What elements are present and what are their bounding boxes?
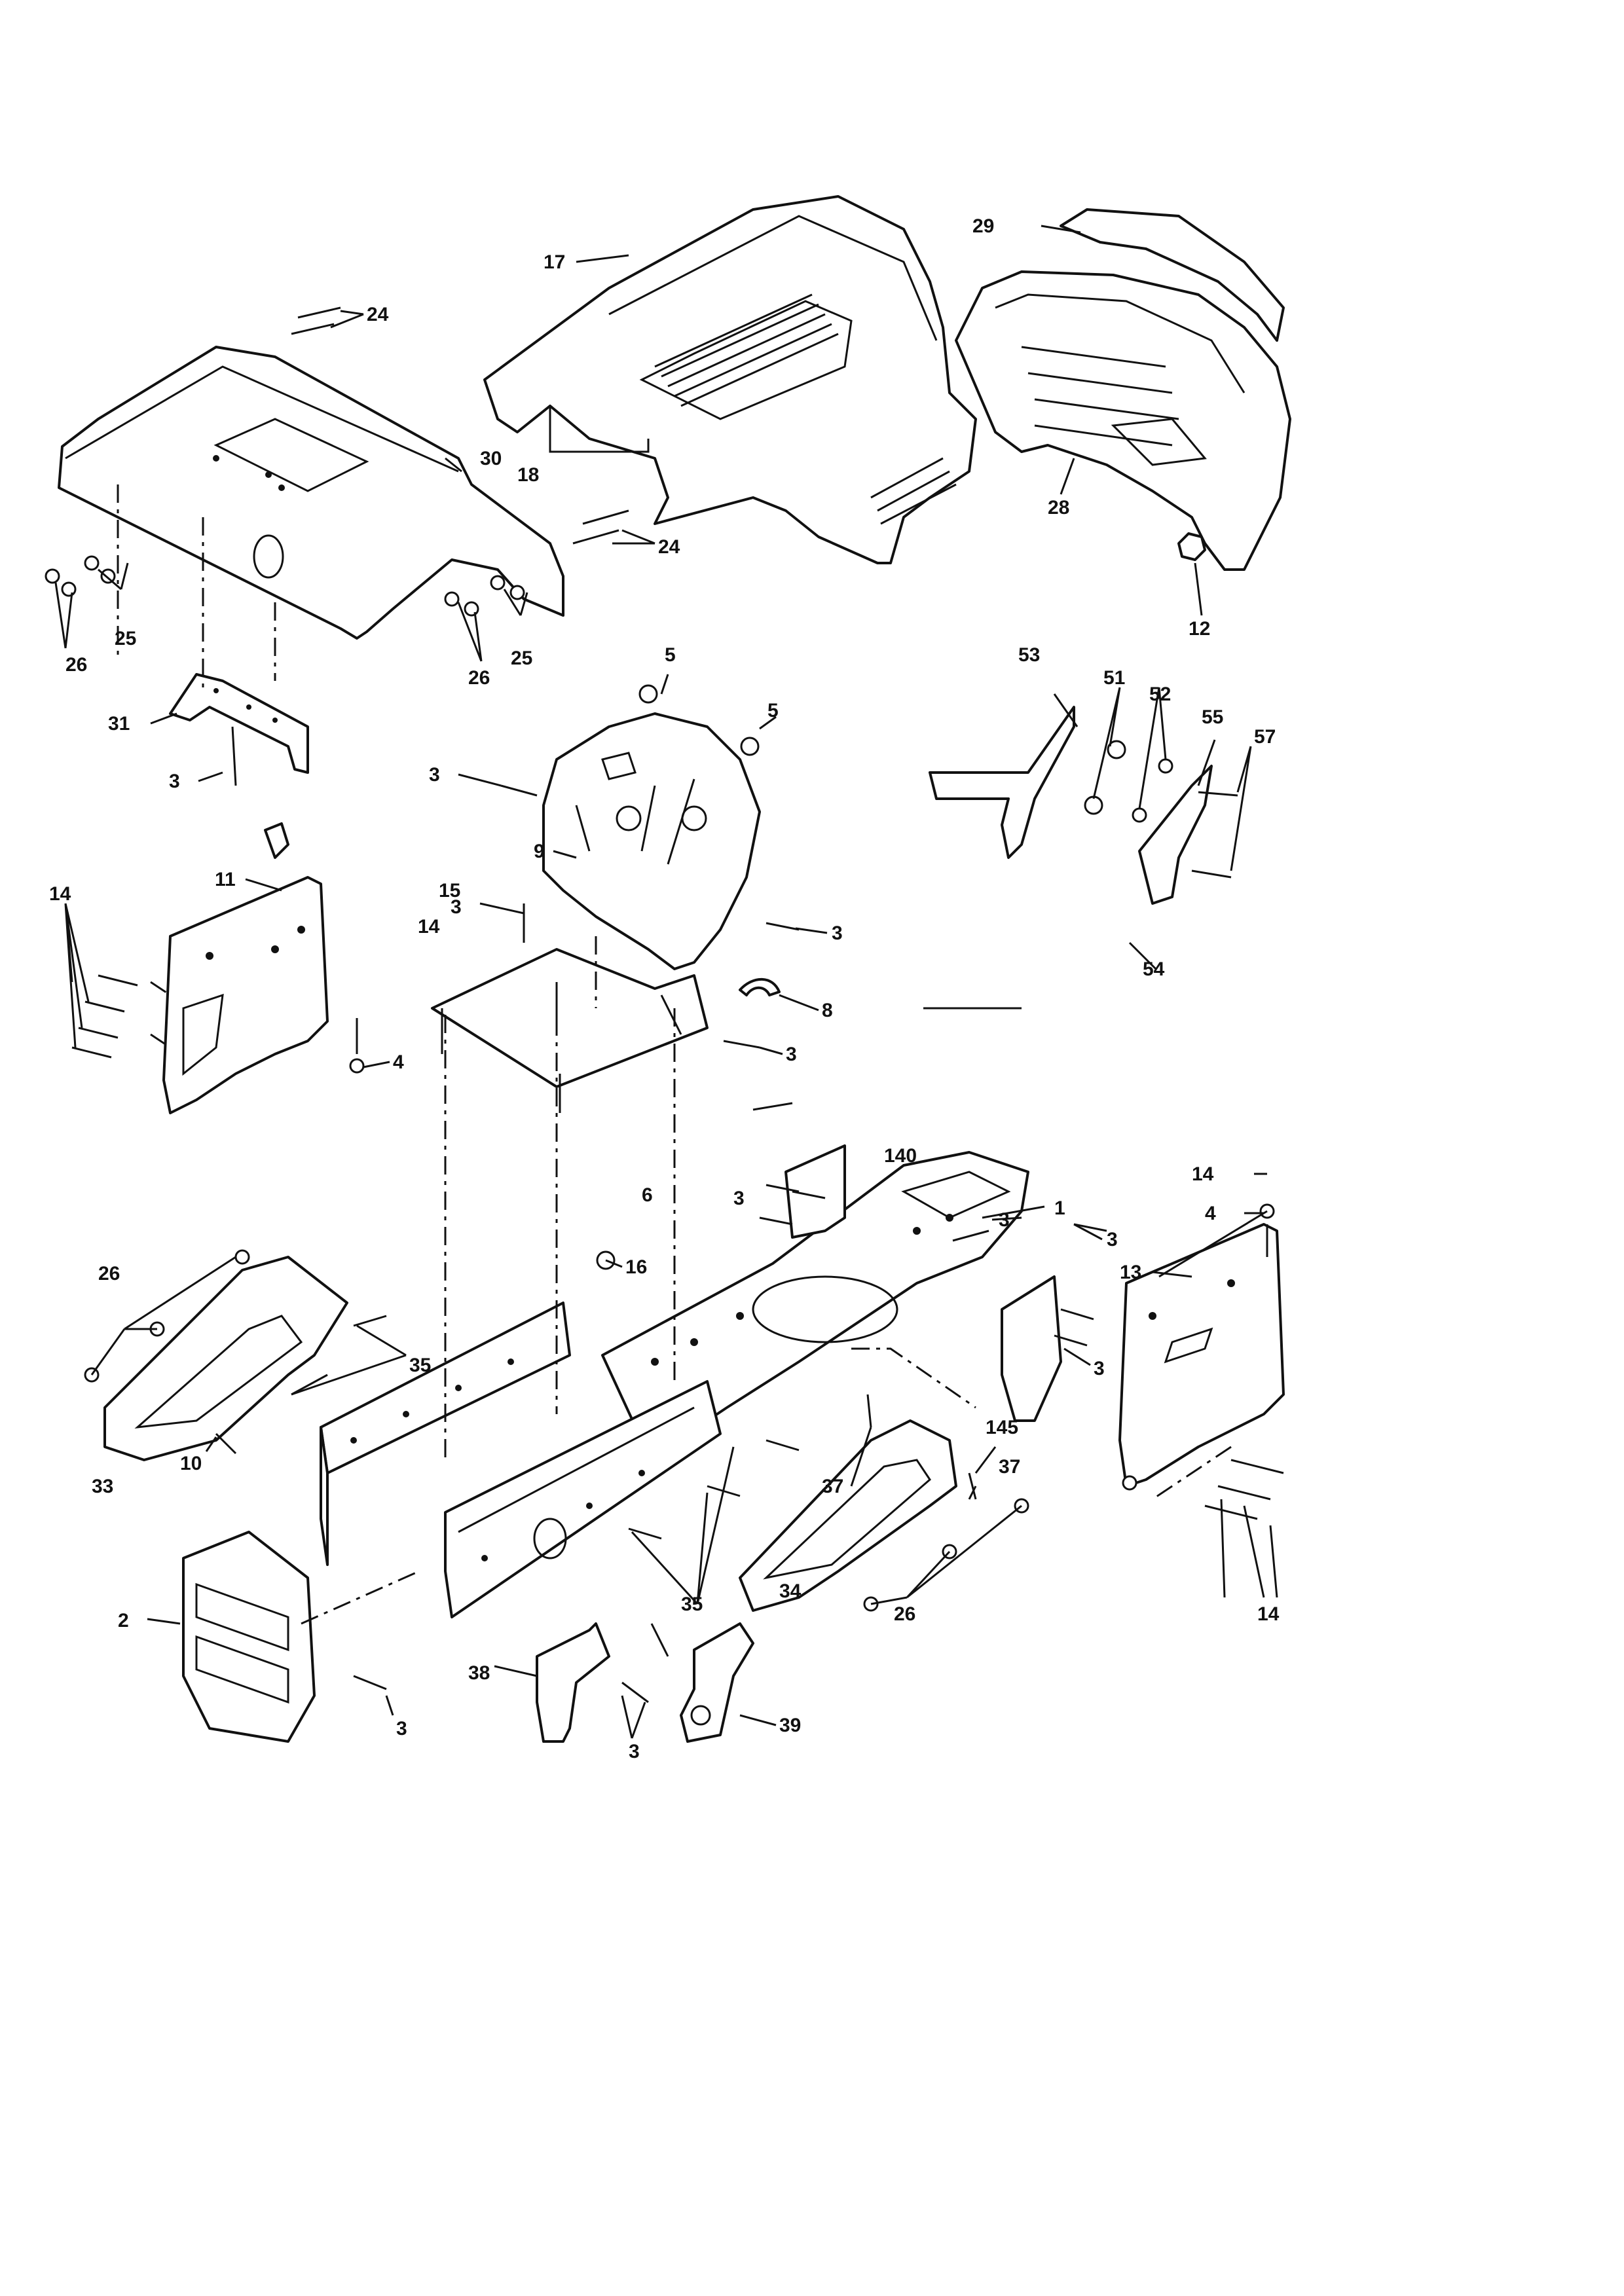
callout-labels: 1 2 3 3 3 3 3 3 3 3 3 3 3 4 4 5 5 6 8 9 … — [49, 215, 1280, 1762]
callout-37a: 37 — [822, 1476, 843, 1497]
callout-3c: 3 — [832, 922, 843, 944]
callout-24b: 24 — [658, 536, 680, 558]
callout-3g: 3 — [999, 1209, 1010, 1231]
bumper-part-29 — [1060, 208, 1285, 342]
callout-55: 55 — [1202, 706, 1223, 728]
callout-5a: 5 — [665, 644, 676, 666]
callout-16: 16 — [625, 1256, 647, 1278]
callout-37b: 37 — [999, 1456, 1020, 1478]
callout-54: 54 — [1143, 958, 1165, 980]
callout-24a: 24 — [367, 304, 389, 325]
nut-part-5 — [638, 684, 658, 704]
callout-3d: 3 — [786, 1044, 797, 1065]
side-rail-center — [444, 1380, 722, 1618]
callout-39: 39 — [779, 1715, 801, 1736]
callout-5b: 5 — [767, 700, 779, 721]
callout-26c: 26 — [98, 1263, 120, 1285]
callout-3e: 3 — [451, 896, 462, 918]
dash-bracket-part-9 — [542, 712, 761, 970]
callout-4b: 4 — [1205, 1203, 1216, 1224]
front-plate-part-140 — [784, 1144, 846, 1239]
callout-145: 145 — [986, 1417, 1018, 1438]
callout-14b: 14 — [418, 916, 440, 938]
callout-14a: 14 — [49, 883, 71, 905]
callout-3f: 3 — [733, 1188, 745, 1209]
hood-part-17 — [483, 195, 977, 564]
callout-10: 10 — [180, 1453, 202, 1474]
callout-26d: 26 — [894, 1603, 915, 1625]
callout-51: 51 — [1103, 667, 1125, 689]
callout-3i: 3 — [1094, 1358, 1105, 1379]
callout-13: 13 — [1120, 1262, 1141, 1283]
callout-3k: 3 — [629, 1741, 640, 1762]
footrest-right-part-34 — [739, 1419, 957, 1612]
callout-6: 6 — [642, 1184, 653, 1206]
callout-3b: 3 — [429, 764, 440, 786]
grille-part-28 — [955, 270, 1291, 571]
callout-1: 1 — [1054, 1197, 1065, 1219]
panel-clip-part-18 — [264, 822, 289, 859]
leader-lines — [54, 225, 1278, 1739]
callout-33: 33 — [92, 1476, 113, 1497]
spacer-part-54 — [1122, 1475, 1137, 1491]
callout-18: 18 — [517, 464, 539, 486]
callout-30: 30 — [480, 448, 502, 469]
right-support-part-13 — [1118, 1223, 1285, 1487]
callout-2: 2 — [118, 1610, 129, 1631]
front-bracket-part-2 — [182, 1531, 316, 1743]
washer-part-52b — [1132, 807, 1147, 823]
nut-part-51b — [1084, 795, 1103, 815]
callout-25a: 25 — [115, 628, 136, 649]
callout-52: 52 — [1149, 683, 1171, 705]
hood-bracket-part-31 — [169, 673, 309, 774]
callout-17: 17 — [544, 251, 565, 273]
callout-3j: 3 — [396, 1718, 407, 1740]
bracket-part-53 — [929, 706, 1075, 859]
callout-11: 11 — [215, 869, 236, 890]
callout-3a: 3 — [169, 771, 180, 792]
callout-53: 53 — [1018, 644, 1040, 666]
callout-140: 140 — [884, 1145, 917, 1167]
callout-25b: 25 — [511, 647, 532, 669]
washer-part-52 — [1158, 758, 1173, 774]
hitch-bracket-part-39 — [680, 1622, 754, 1743]
dash-panel-part-30 — [58, 346, 564, 640]
callout-28: 28 — [1048, 497, 1069, 519]
callout-38: 38 — [468, 1662, 490, 1684]
callout-3h: 3 — [1107, 1229, 1118, 1250]
callout-35a: 35 — [409, 1355, 431, 1376]
side-rail-left — [320, 1302, 571, 1566]
steering-support-part-11 — [162, 876, 329, 1114]
washer-part-4 — [349, 1058, 365, 1074]
callout-57: 57 — [1254, 726, 1276, 748]
callout-15: 15 — [439, 880, 460, 902]
bolts — [71, 306, 1284, 1704]
callout-26a: 26 — [65, 654, 87, 676]
bumper-clip-part-12 — [1177, 532, 1206, 561]
callout-26b: 26 — [468, 667, 490, 689]
frame-cover-part-6 — [431, 948, 709, 1088]
callout-8: 8 — [822, 1000, 833, 1021]
callout-29: 29 — [972, 215, 994, 237]
callout-9: 9 — [534, 841, 545, 862]
right-bracket — [1001, 1275, 1062, 1422]
callout-14d: 14 — [1257, 1603, 1280, 1625]
alignment-lines — [117, 484, 1232, 1625]
footrest-left-part-33 — [103, 1256, 348, 1461]
nut-part-5b — [740, 737, 760, 756]
hitch-bracket-part-38 — [536, 1622, 610, 1743]
bracket-part-55 — [1138, 765, 1213, 905]
nut-part-51 — [1107, 740, 1126, 759]
callout-34: 34 — [779, 1580, 802, 1602]
callout-35b: 35 — [681, 1594, 703, 1615]
callout-14c: 14 — [1192, 1163, 1214, 1185]
callout-31: 31 — [108, 713, 130, 735]
clip-part-8 — [739, 977, 781, 996]
callout-4a: 4 — [393, 1051, 404, 1073]
callout-12: 12 — [1189, 618, 1210, 640]
